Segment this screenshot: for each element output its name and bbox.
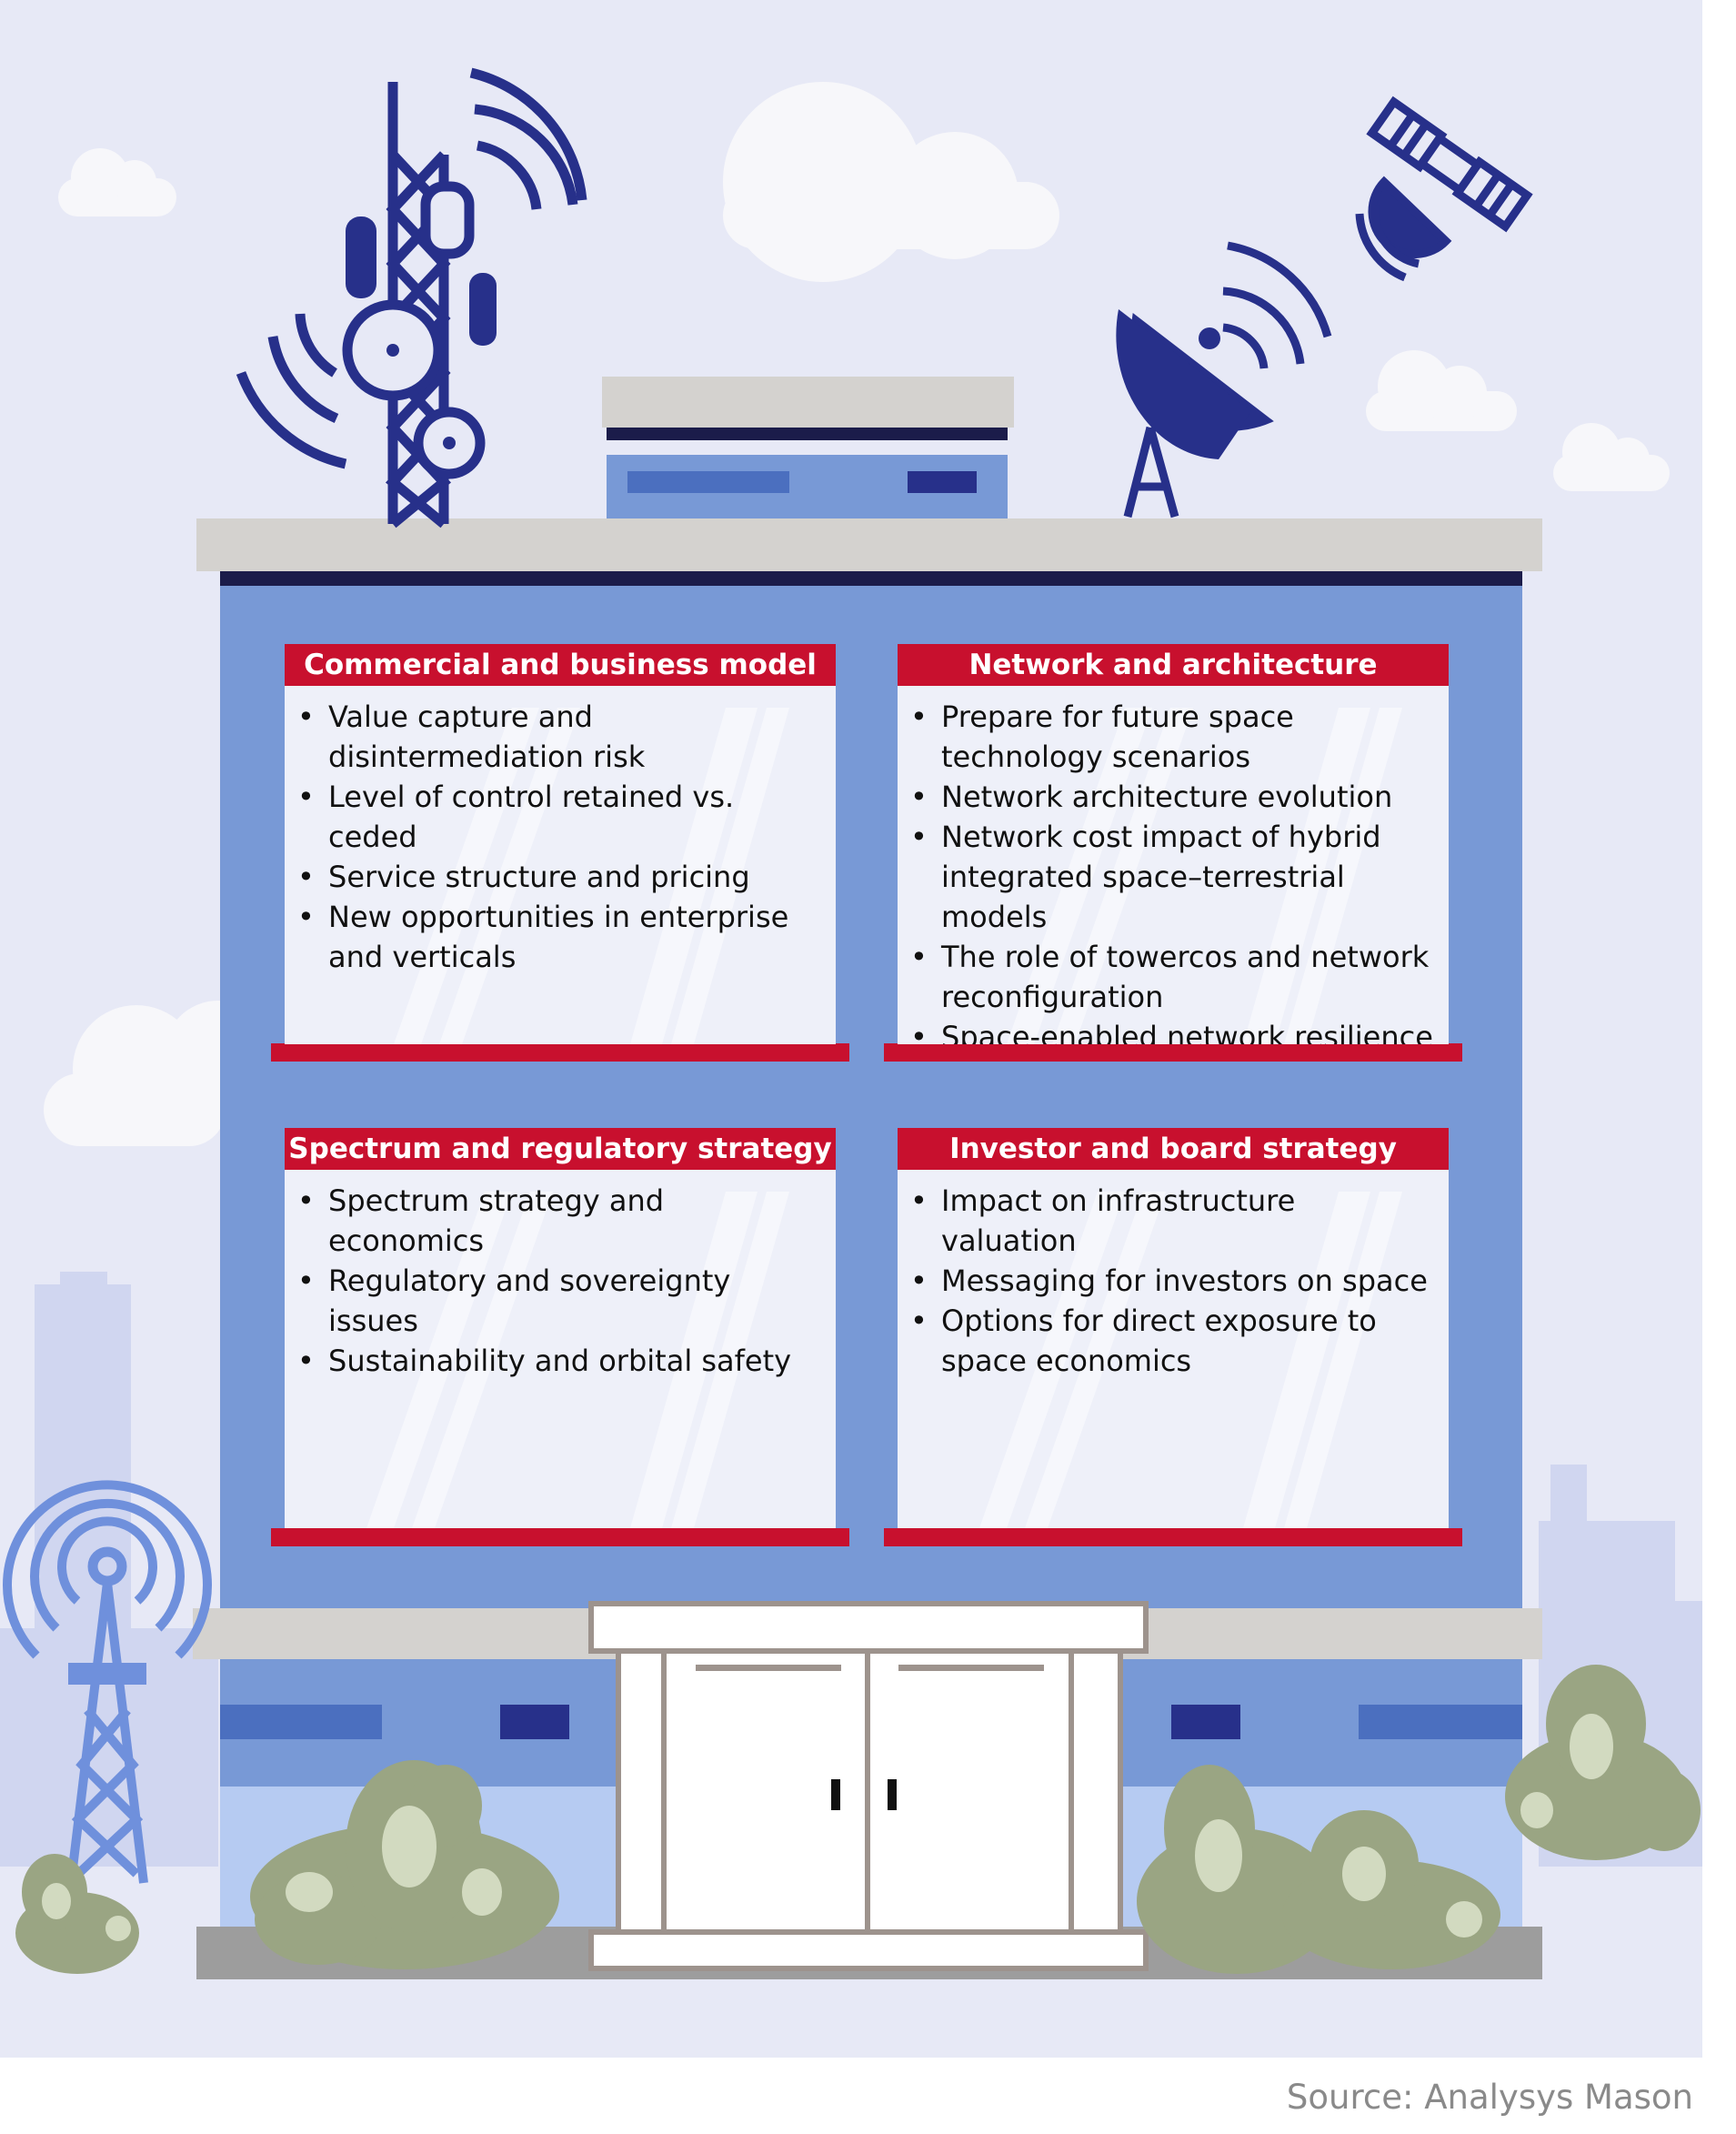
panel-investor-board: Investor and board strategy Impact on in…	[898, 1128, 1449, 1528]
list-item: Prepare for future space technology scen…	[910, 697, 1434, 777]
bush-icon	[1505, 1665, 1701, 1860]
list-item: The role of towercos and network reconfi…	[910, 937, 1434, 1017]
panel-commercial-business-model: Commercial and business model Value capt…	[285, 644, 836, 1044]
cloud-icon	[723, 82, 1059, 282]
panel-list: Value capture and disintermediation risk…	[285, 697, 836, 977]
list-item: Messaging for investors on space	[910, 1261, 1434, 1301]
source-caption: Source: Analysys Mason	[1286, 2078, 1693, 2117]
window-sill	[884, 1528, 1462, 1546]
list-item: Service structure and pricing	[297, 857, 821, 897]
panel-spectrum-regulatory: Spectrum and regulatory strategy Spectru…	[285, 1128, 836, 1528]
radio-antenna-icon	[3, 1480, 212, 1884]
bush-icon	[250, 1760, 559, 1969]
satellite-icon	[1355, 96, 1533, 282]
cloud-icon	[58, 148, 176, 216]
cloud-icon	[1553, 423, 1670, 491]
list-item: Network cost impact of hybrid integrated…	[910, 817, 1434, 937]
panel-title: Investor and board strategy	[898, 1128, 1449, 1170]
roof-ledge	[196, 518, 1542, 571]
window-sill	[884, 1043, 1462, 1062]
satellite-dish-icon	[1116, 241, 1332, 518]
list-item: Regulatory and sovereignty issues	[297, 1261, 821, 1341]
window-sill	[271, 1528, 849, 1546]
cloud-icon	[1366, 350, 1517, 431]
list-item: Space-enabled network resilience	[910, 1017, 1434, 1044]
panel-list: Impact on infrastructure valuation Messa…	[898, 1181, 1449, 1381]
list-item: Level of control retained vs. ceded	[297, 777, 821, 857]
list-item: Impact on infrastructure valuation	[910, 1181, 1434, 1261]
panel-list: Prepare for future space technology scen…	[898, 697, 1449, 1044]
panel-title: Spectrum and regulatory strategy	[285, 1128, 836, 1170]
bush-icon	[1137, 1765, 1500, 1974]
panel-list: Spectrum strategy and economics Regulato…	[285, 1181, 836, 1381]
bush-icon	[15, 1854, 139, 1974]
list-item: Value capture and disintermediation risk	[297, 697, 821, 777]
door-icon[interactable]	[588, 1601, 1149, 1971]
list-item: New opportunities in enterprise and vert…	[297, 897, 821, 977]
panel-title: Commercial and business model	[285, 644, 836, 686]
window-sill	[271, 1043, 849, 1062]
list-item: Options for direct exposure to space eco…	[910, 1301, 1434, 1381]
list-item: Network architecture evolution	[910, 777, 1434, 817]
list-item: Sustainability and orbital safety	[297, 1341, 821, 1381]
cell-tower-icon	[236, 67, 587, 528]
panel-network-architecture: Network and architecture Prepare for fut…	[898, 644, 1449, 1044]
list-item: Spectrum strategy and economics	[297, 1181, 821, 1261]
panel-title: Network and architecture	[898, 644, 1449, 686]
